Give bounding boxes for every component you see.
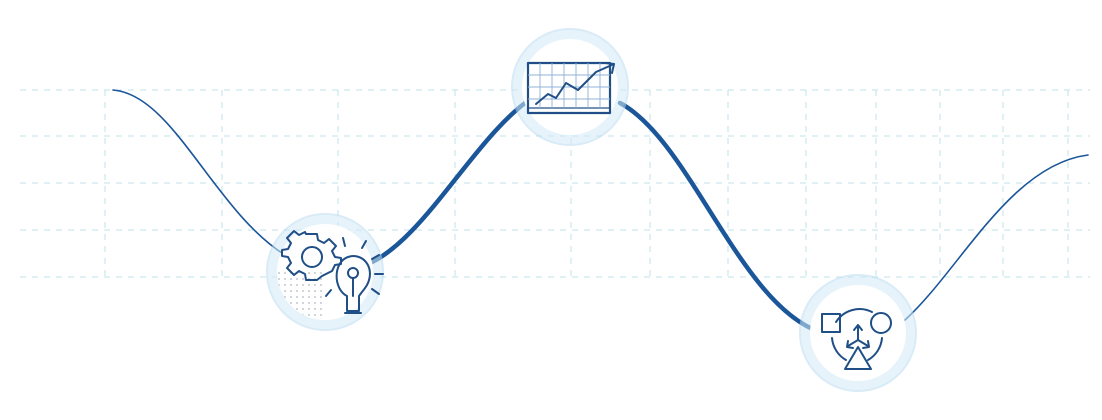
milestone-shapes [799, 274, 917, 392]
milestone-growth [511, 28, 629, 146]
wave-segment-outro [904, 154, 1089, 321]
wave-curve [112, 89, 1089, 335]
background-grid [20, 89, 1090, 278]
wave-segment-main [362, 100, 823, 335]
wave-segment-intro [112, 89, 291, 259]
milestone-ideation [266, 213, 384, 331]
shapes-options-icon [821, 308, 892, 370]
rising-chart-icon [526, 61, 615, 115]
